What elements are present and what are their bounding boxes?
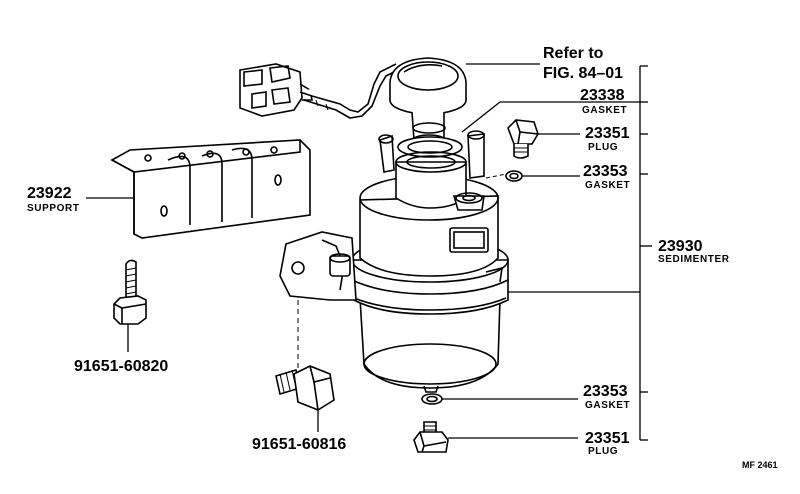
leader-lines	[86, 63, 652, 441]
gasket-bottom-number: 23353	[583, 383, 628, 400]
gasket-bottom-name: GASKET	[585, 400, 630, 411]
sedimenter-number: 23930	[658, 238, 703, 255]
labels: Refer to FIG. 84–01 23338 GASKET 23351 P…	[27, 45, 778, 470]
gasket-mid-number: 23353	[583, 163, 628, 180]
support-name: SUPPORT	[27, 203, 80, 214]
bolt-bottom-part	[275, 365, 335, 411]
sedimenter-body-part	[349, 130, 509, 393]
plug-top-number: 23351	[585, 125, 630, 142]
bolt-left-part	[113, 259, 147, 325]
support-number: 23922	[27, 185, 72, 202]
gasket-bottom-part	[421, 393, 443, 405]
assembly-dashes	[297, 173, 507, 368]
gasket-mid-part	[505, 170, 523, 182]
refer-fig-label: FIG. 84–01	[543, 65, 623, 82]
plug-bottom-part	[413, 421, 449, 453]
plug-top-part	[507, 119, 539, 159]
sedimenter-name: SEDIMENTER	[658, 254, 730, 265]
gasket-mid-name: GASKET	[585, 180, 630, 191]
bolt-left-number: 91651-60820	[74, 358, 168, 375]
body-mount-bracket	[279, 231, 357, 301]
refer-to-label: Refer to	[543, 45, 604, 62]
gasket-23338-part	[397, 136, 463, 158]
gasket-23338-number: 23338	[580, 87, 625, 104]
sensor-assembly	[239, 57, 467, 146]
gasket-23338-name: GASKET	[582, 105, 627, 116]
plug-bottom-name: PLUG	[588, 446, 618, 457]
plug-bottom-number: 23351	[585, 430, 630, 447]
figure-code: MF 2461	[742, 460, 778, 470]
plug-top-name: PLUG	[588, 142, 618, 153]
support-bracket-part	[110, 139, 311, 239]
bolt-bottom-number: 91651-60816	[252, 436, 346, 453]
